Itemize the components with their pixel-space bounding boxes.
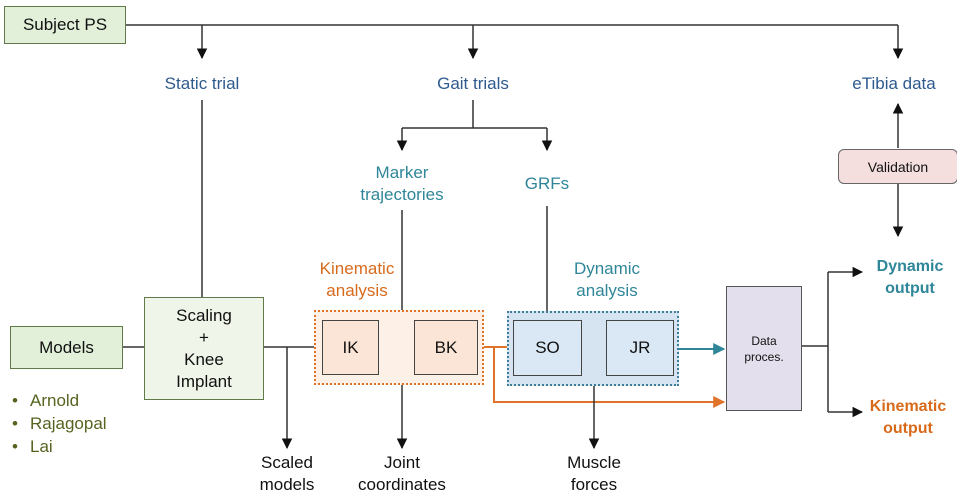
kinematic-output-line1: Kinematic xyxy=(869,398,947,415)
muscle-forces-line2: forces xyxy=(570,475,618,494)
data-proces-line1: Data xyxy=(751,333,777,348)
subject-ps-label: Subject PS xyxy=(22,15,108,34)
joint-coordinates-label: Joint coordinates xyxy=(350,452,454,495)
kinematic-analysis-label: Kinematic analysis xyxy=(305,258,409,302)
dynamic-analysis-line1: Dynamic xyxy=(573,259,641,278)
scaling-line3: Knee xyxy=(184,349,224,369)
scaled-models-label: Scaled models xyxy=(245,452,329,495)
bk-label: BK xyxy=(434,337,458,357)
dynamic-analysis-line2: analysis xyxy=(576,281,638,300)
jr-label: JR xyxy=(629,338,651,357)
data-proces-line2: proces. xyxy=(744,349,784,364)
model-list-item: •Rajagopal xyxy=(12,414,107,433)
gait-trials-label: Gait trials xyxy=(437,74,509,93)
subject-ps-box: Subject PS xyxy=(4,6,126,44)
muscle-forces-line1: Muscle xyxy=(567,453,621,472)
validation-label: Validation xyxy=(867,158,929,175)
marker-trajectories-line1: Marker xyxy=(375,163,429,182)
joint-coordinates-line1: Joint xyxy=(384,453,420,472)
ik-box: IK xyxy=(322,320,379,375)
kinematic-to-data-proces xyxy=(493,347,726,408)
scaled-models-line1: Scaled xyxy=(261,453,313,472)
grfs-label: GRFs xyxy=(524,174,570,193)
dynamic-analysis-label: Dynamic analysis xyxy=(555,258,659,302)
kinematic-output-label: Kinematic output xyxy=(862,396,954,440)
validation-box: Validation xyxy=(838,149,957,184)
model-list-item: •Arnold xyxy=(12,391,80,410)
static-trial-label: Static trial xyxy=(164,74,240,93)
model-list-item: •Lai xyxy=(12,437,53,456)
ik-label: IK xyxy=(342,337,359,357)
model-list: •Arnold •Rajagopal •Lai xyxy=(12,389,107,458)
jr-box: JR xyxy=(606,320,674,376)
joint-coordinates-line2: coordinates xyxy=(358,475,446,494)
muscle-forces-label: Muscle forces xyxy=(552,452,636,495)
scaling-line4: Implant xyxy=(176,371,232,391)
scaling-line2: + xyxy=(199,327,209,347)
models-label: Models xyxy=(39,337,94,357)
bk-box: BK xyxy=(414,320,478,375)
scaling-knee-implant-box: Scaling + Knee Implant xyxy=(144,297,264,400)
so-label: SO xyxy=(535,338,560,357)
dynamic-output-line1: Dynamic xyxy=(876,258,944,275)
scaling-line1: Scaling xyxy=(176,305,232,325)
kinematic-output-line2: output xyxy=(883,420,933,437)
data-proces-box: Data proces. xyxy=(726,286,802,411)
marker-trajectories-line2: trajectories xyxy=(360,185,444,204)
etibia-data-label: eTibia data xyxy=(852,74,936,93)
scaled-models-line2: models xyxy=(259,475,315,494)
kinematic-analysis-line1: Kinematic xyxy=(319,259,395,278)
models-box: Models xyxy=(10,326,123,369)
so-box: SO xyxy=(513,320,582,376)
kinematic-analysis-line2: analysis xyxy=(326,281,388,300)
dynamic-output-label: Dynamic output xyxy=(866,256,954,300)
dynamic-output-line2: output xyxy=(885,280,935,297)
marker-trajectories-label: Marker trajectories xyxy=(350,162,454,206)
